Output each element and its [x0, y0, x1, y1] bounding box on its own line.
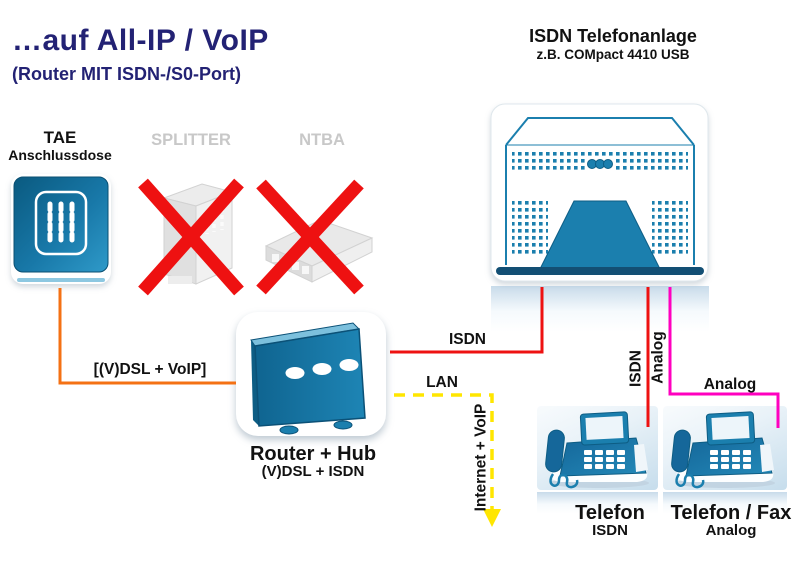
phone-fax-label: Telefon / Fax: [670, 502, 792, 524]
link-lan-label: LAN: [426, 374, 458, 391]
splitter-label: SPLITTER: [151, 131, 231, 149]
phone-fax-card: [663, 406, 787, 490]
phone-isdn-icon: [545, 411, 649, 489]
wire-isdn-trunk: [390, 287, 544, 354]
page-title: …auf All-IP / VoIP: [12, 24, 269, 57]
cross-out-splitter-icon: [138, 178, 244, 296]
pbx-reflection: [491, 286, 709, 332]
cross-out-ntba-icon: [256, 179, 364, 295]
router-label: Router + Hub: [249, 443, 377, 465]
router-icon: [236, 312, 386, 436]
pbx-title: ISDN Telefonanlage: [529, 26, 697, 46]
wire-lan: [394, 393, 494, 510]
tae-sublabel: Anschlussdose: [8, 147, 112, 163]
phone-isdn-reflection: [537, 492, 658, 514]
link-dsl-label: [(V)DSL + VoIP]: [93, 361, 207, 378]
wire-analog-ext: [668, 287, 780, 428]
phone-fax-icon: [671, 411, 775, 489]
ntba-label: NTBA: [299, 131, 345, 149]
router-sublabel: (V)DSL + ISDN: [261, 463, 365, 480]
phone-isdn-label: Telefon: [575, 502, 645, 524]
tae-socket-icon: [11, 174, 111, 284]
link-internet-voip-label: Internet + VoIP: [472, 403, 490, 512]
arrow-down-icon: [483, 509, 501, 527]
wire-dsl: [58, 288, 236, 385]
link-isdn-trunk-label: ISDN: [448, 331, 487, 348]
tae-label: TAE: [43, 128, 77, 147]
link-analog-ext-label-vertical: Analog: [649, 331, 667, 384]
link-isdn-ext-label: ISDN: [627, 350, 645, 388]
phone-fax-reflection: [663, 492, 787, 514]
pbx-subtitle: z.B. COMpact 4410 USB: [536, 47, 690, 62]
phone-isdn-card: [537, 406, 658, 490]
phone-fax-sublabel: Analog: [705, 522, 757, 539]
link-analog-ext-label-horizontal: Analog: [703, 376, 757, 393]
pbx-icon: [490, 103, 709, 282]
phone-isdn-sublabel: ISDN: [592, 522, 628, 539]
page-subtitle: (Router MIT ISDN-/S0-Port): [12, 64, 241, 84]
